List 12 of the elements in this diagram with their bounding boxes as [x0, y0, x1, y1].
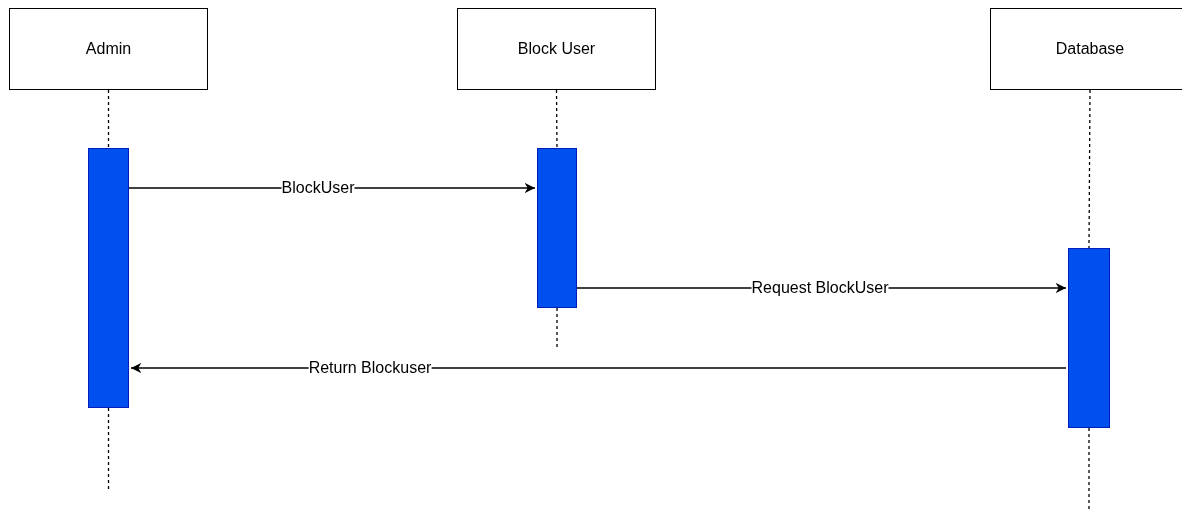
lifeline	[107, 89, 110, 149]
participant-box: Block User	[457, 8, 656, 90]
lifeline	[1088, 427, 1090, 510]
participant-box: Database	[990, 8, 1182, 90]
lifeline	[555, 89, 558, 149]
lifeline	[1088, 89, 1091, 249]
edge-label: Request BlockUser	[751, 279, 889, 297]
message-arrow	[130, 362, 1067, 374]
activation-bar	[88, 148, 129, 408]
activation-bar	[1068, 248, 1110, 428]
participant-box: Admin	[9, 8, 208, 90]
activation-bar	[537, 148, 577, 308]
